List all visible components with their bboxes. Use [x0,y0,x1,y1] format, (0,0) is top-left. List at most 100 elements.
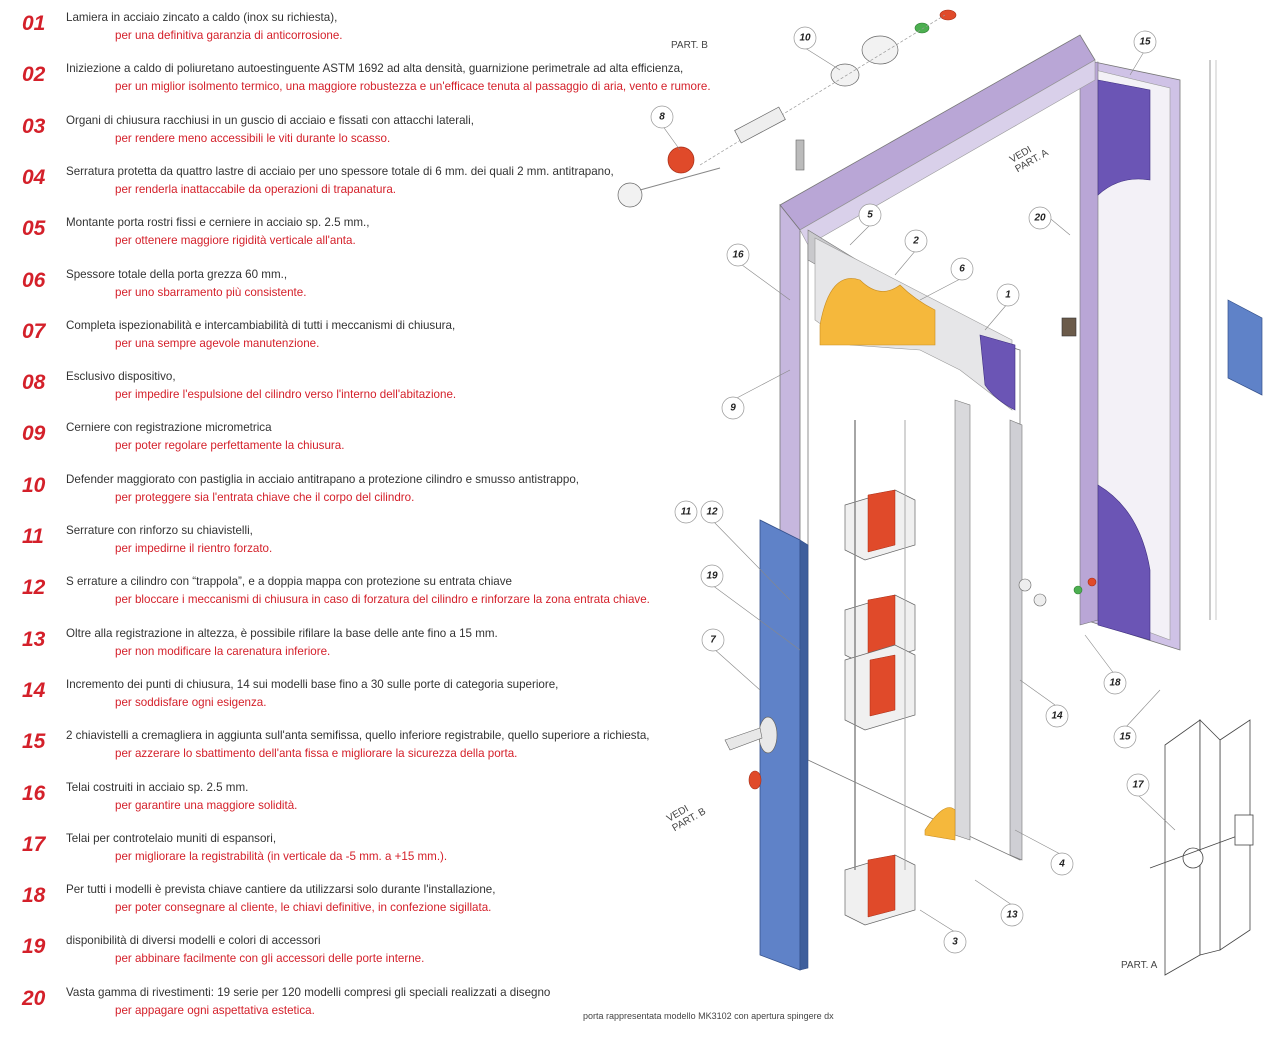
feature-benefit: per un miglior isolmento termico, una ma… [115,80,711,94]
diagram-caption: porta rappresentata modello MK3102 con a… [583,1011,834,1021]
feature-description: disponibilità di diversi modelli e color… [66,934,321,948]
svg-text:13: 13 [1006,910,1018,921]
svg-text:11: 11 [681,507,692,518]
svg-text:9: 9 [730,403,736,414]
feature-number: 18 [22,884,46,908]
callout-13: 13 [1000,903,1024,927]
callout-3: 3 [943,930,967,954]
callout-17: 17 [1126,773,1150,797]
feature-item: 18 Per tutti i modelli è prevista chiave … [0,883,680,934]
feature-benefit: per renderla inattaccabile da operazioni… [115,182,397,196]
feature-item: 11 Serrature con rinforzo su chiavistelli… [0,524,680,575]
feature-benefit: per proteggere sia l'entrata chiave che … [115,490,415,504]
feature-number: 15 [22,730,46,754]
callout-12: 12 [700,500,724,524]
feature-item: 03 Organi di chiusura racchiusi in un gus… [0,113,680,165]
diagram-drawing: 10 15 8 20 5 2 16 6 1 9 11 12 19 7 14 18… [617,9,1263,976]
feature-number: 08 [22,371,46,395]
svg-text:8: 8 [659,112,665,123]
feature-benefit: per impedirne il rientro forzato. [115,542,273,555]
feature-benefit: per una sempre agevole manutenzione. [115,336,320,350]
feature-list: 01 Lamiera in acciaio zincato a caldo (in… [0,11,711,1017]
feature-number: 02 [22,63,46,87]
feature-benefit: per non modificare la carenatura inferio… [115,644,331,658]
vedi-part-a-label: VEDI PART. A [1008,144,1051,175]
feature-description: Montante porta rostri fissi e cerniere i… [66,216,370,230]
feature-number: 12 [22,576,46,600]
feature-benefit: per ottenere maggiore rigidità verticale… [115,234,356,248]
callout-15-top: 15 [1133,30,1157,54]
callout-8: 8 [650,105,674,129]
feature-description: Per tutti i modelli è prevista chiave ca… [66,883,496,897]
feature-description: Cerniere con registrazione micrometrica [66,421,272,435]
svg-text:10: 10 [799,33,811,44]
feature-item: 07 Completa ispezionabilità e intercambia… [0,318,680,370]
svg-text:14: 14 [1051,711,1063,722]
callout-20: 20 [1028,206,1052,230]
lock-boxes [844,420,916,926]
part-a-detail [1149,719,1254,976]
feature-benefit: per migliorare la registrabilità (in ver… [115,849,448,863]
feature-item: 13 Oltre alla registrazione in altezza, è… [0,626,680,678]
svg-text:17: 17 [1132,780,1144,791]
frame-right-jamb [1079,59,1181,651]
part-b-label: PART. B [671,40,708,51]
feature-number: 05 [22,217,46,241]
svg-text:2: 2 [912,236,919,247]
feature-item: 05 Montante porta rostri fissi e cerniere… [0,216,680,267]
feature-benefit: per abbinare facilmente con gli accessor… [115,952,425,966]
feature-number: 20 [22,986,46,1010]
blue-cover-panel [724,519,809,971]
feature-benefit: per uno sbarramento più consistente. [115,285,307,299]
svg-text:6: 6 [959,264,965,275]
feature-description: Completa ispezionabilità e intercambiabi… [66,318,456,332]
svg-text:4: 4 [1058,859,1065,870]
feature-item: 01 Lamiera in acciaio zincato a caldo (in… [0,11,680,62]
feature-description: 2 chiavistelli a cremagliera in aggiunta… [66,729,650,743]
feature-description: Telai costruiti in acciaio sp. 2.5 mm. [66,780,249,794]
feature-benefit: per poter consegnare al cliente, le chia… [115,901,492,915]
svg-text:16: 16 [732,250,744,261]
svg-text:1: 1 [1005,290,1011,301]
callout-18: 18 [1103,671,1127,695]
feature-description: Serratura protetta da quattro lastre di … [66,164,614,178]
feature-number: 01 [22,12,46,35]
feature-item: 10 Defender maggiorato con pastiglia in a… [0,472,680,524]
leader-lines [661,47,1176,933]
feature-description: Lamiera in acciaio zincato a caldo (inox… [66,11,338,24]
feature-number: 06 [22,268,46,292]
svg-text:20: 20 [1033,213,1046,224]
feature-description: Organi di chiusura racchiusi in un gusci… [66,113,474,127]
feature-number: 11 [22,525,44,548]
svg-text:7: 7 [710,635,716,646]
callout-19: 19 [700,564,724,588]
feature-description: Serrature con rinforzo su chiavistelli, [66,524,253,537]
feature-number: 10 [22,473,46,497]
door-exploded-diagram: 10 15 8 20 5 2 16 6 1 9 11 12 19 7 14 18… [617,9,1263,976]
feature-benefit: per soddisfare ogni esigenza. [115,695,267,709]
feature-description: Oltre alla registrazione in altezza, è p… [66,626,498,640]
feature-benefit: per azzerare lo sbattimento dell'anta fi… [115,747,518,761]
feature-number: 07 [22,319,46,343]
feature-number: 17 [22,832,46,856]
feature-description: Spessore totale della porta grezza 60 mm… [66,267,288,281]
vedi-part-b-label: VEDI PART. B [665,803,708,834]
feature-description: Defender maggiorato con pastiglia in acc… [66,472,580,486]
svg-text:12: 12 [706,507,718,518]
callout-11: 11 [674,500,698,524]
callout-7: 7 [701,628,725,652]
feature-number: 13 [22,627,46,651]
feature-benefit: per rendere meno accessibili le viti dur… [115,131,391,145]
feature-number: 03 [22,114,46,138]
callout-14: 14 [1045,704,1069,728]
feature-item: 06 Spessore totale della porta grezza 60 … [0,267,680,319]
feature-benefit: per bloccare i meccanismi di chiusura in… [115,593,650,607]
